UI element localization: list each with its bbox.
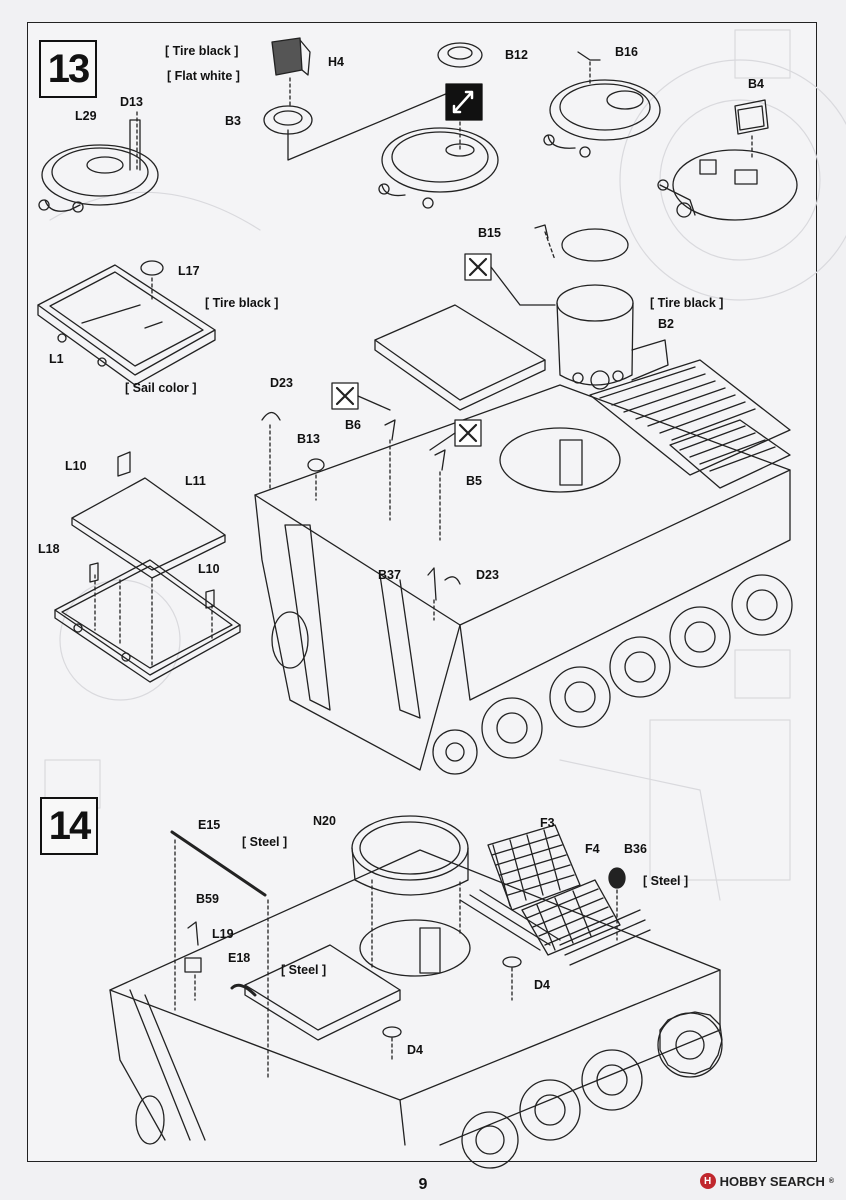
label-sail-color: [ Sail color ]: [125, 381, 197, 395]
label-d23-bottom: D23: [476, 568, 499, 582]
l1-frame: [37, 260, 216, 386]
l29-hatch-ring: [38, 111, 159, 213]
label-tire-black-l1: [ Tire black ]: [205, 296, 279, 310]
l11-cover-assembly: [54, 451, 241, 683]
label-e15: E15: [198, 818, 221, 832]
label-f4: F4: [585, 842, 600, 856]
label-l1: L1: [49, 352, 64, 366]
hobby-search-logo-icon: H: [699, 1173, 716, 1189]
watermark-registered-mark: ®: [828, 1177, 834, 1185]
label-d13: D13: [120, 95, 143, 109]
label-d4-right: D4: [534, 978, 550, 992]
step-14-number: 14: [40, 797, 98, 855]
label-d4-bottom: D4: [407, 1043, 423, 1057]
hull-step13: [254, 224, 793, 775]
label-l19: L19: [212, 927, 234, 941]
step-13-number: 13: [39, 40, 97, 98]
label-flat-white: [ Flat white ]: [167, 69, 240, 83]
label-b15: B15: [478, 226, 501, 240]
label-b2: B2: [658, 317, 674, 331]
cut-icon-group: [331, 253, 556, 451]
label-b4: B4: [748, 77, 764, 91]
label-h4: H4: [328, 55, 344, 69]
label-b6: B6: [345, 418, 361, 432]
label-b13: B13: [297, 432, 320, 446]
b16-hatch: [543, 51, 661, 158]
label-l10-top: L10: [65, 459, 87, 473]
label-tire-black-h4: [ Tire black ]: [165, 44, 239, 58]
b4-hatch: [657, 99, 798, 221]
label-l18: L18: [38, 542, 60, 556]
h4-b3-periscope: [263, 37, 461, 161]
label-b12: B12: [505, 48, 528, 62]
label-e18: E18: [228, 951, 251, 965]
label-n20: N20: [313, 814, 336, 828]
label-b16: B16: [615, 45, 638, 59]
watermark: H HOBBY SEARCH®: [699, 1173, 834, 1189]
label-steel-hatch: [ Steel ]: [281, 963, 327, 977]
label-steel-b36: [ Steel ]: [643, 874, 689, 888]
label-l29: L29: [75, 109, 97, 123]
hull-step14: [109, 815, 723, 1169]
label-b37: B37: [378, 568, 401, 582]
label-tire-black-b2: [ Tire black ]: [650, 296, 724, 310]
label-b59: B59: [196, 892, 219, 906]
watermark-brand: HOBBY SEARCH: [719, 1173, 825, 1189]
label-b36: B36: [624, 842, 647, 856]
label-d23-top: D23: [270, 376, 293, 390]
road-wheels-13: [432, 574, 793, 775]
label-l17: L17: [178, 264, 200, 278]
b12-hatch-group: [378, 42, 499, 209]
page-number: 9: [418, 1176, 428, 1193]
label-l11: L11: [185, 474, 206, 488]
label-f3: F3: [540, 816, 555, 830]
label-l10-bottom: L10: [198, 562, 220, 576]
label-b5: B5: [466, 474, 482, 488]
label-b3: B3: [225, 114, 241, 128]
label-steel-e15: [ Steel ]: [242, 835, 288, 849]
